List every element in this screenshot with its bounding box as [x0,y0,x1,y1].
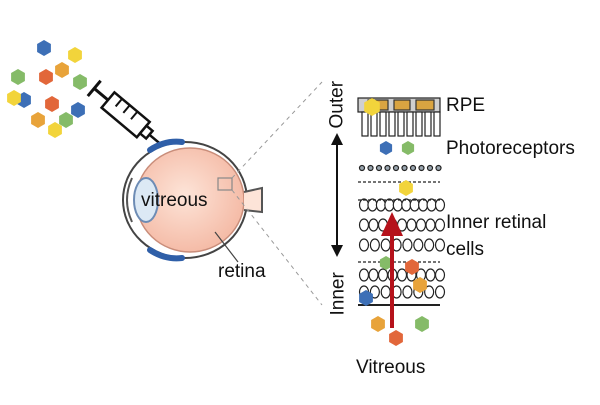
photoreceptor-segment [433,111,441,137]
retinal-cell [434,268,446,282]
retina-particle [379,256,393,270]
free-particle [39,69,53,85]
retinal-cell [368,218,379,232]
free-particle [7,90,21,106]
eye-cross-section [122,138,263,263]
inner-label: Inner [327,272,349,316]
retina-particle [415,316,429,332]
photoreceptor-nucleus [418,164,425,172]
retina-particles [359,98,429,346]
retina-particle [359,290,373,306]
double-arrow-icon [331,133,343,257]
retinal-cell [377,268,389,282]
retina-particle [401,141,415,155]
photoreceptor-segment [406,111,414,137]
retinal-cell [358,218,370,232]
retinal-cell [409,198,420,212]
photoreceptor-segment [397,111,405,137]
photoreceptor-segment [388,111,396,137]
retinal-cell [358,198,370,212]
photoreceptor-segment [379,111,387,137]
syringe-icon [86,79,169,152]
free-particle [48,122,62,138]
vitreous-bottom-label: Vitreous [356,357,426,378]
retina-layers-schematic [357,97,446,306]
photoreceptor-nucleus [401,164,408,172]
photoreceptor-nucleus [392,164,400,172]
retinal-cell [434,198,446,212]
free-particle [71,102,85,118]
retinal-cell [358,238,370,252]
free-particle [59,112,73,128]
retina-particle [399,180,413,196]
retina-particle [413,277,427,293]
inner-retinal-label-line2: cells [446,239,485,260]
retinal-cell [434,218,446,232]
retinal-cell [434,285,446,299]
photoreceptor-nucleus [358,164,366,172]
free-particle [37,40,51,56]
photoreceptors-label: Photoreceptors [446,138,575,159]
photoreceptor-segment [361,111,369,137]
retina-label: retina [218,261,266,282]
zoom-line-top [231,81,323,179]
retinal-cell [384,198,395,212]
free-particle [55,62,69,78]
zoom-line-bottom [231,189,323,306]
retinal-cell [425,218,436,232]
retinal-cell [401,198,412,212]
retinal-cell [402,238,413,252]
retinal-cell [424,238,435,252]
retinal-cell [358,268,370,282]
retinal-cell [402,285,413,299]
photoreceptor-nucleus [367,164,374,172]
free-particle [68,47,82,63]
photoreceptor-nucleus [375,164,383,172]
retina-particle [405,259,419,275]
photoreceptor-nucleus [409,164,417,172]
retinal-cell [425,268,436,282]
retinal-cell [406,218,417,232]
retina-particle [371,316,385,332]
vitreous-eye-label: vitreous [141,190,208,211]
free-particle [45,96,59,112]
retinal-cell [375,198,386,212]
photoreceptor-segment [415,111,423,137]
photoreceptor-nucleus [384,164,391,172]
retinal-cell [434,238,446,252]
free-particle [11,69,25,85]
retina-particle [379,141,393,155]
retinal-cell [418,198,429,212]
retinal-cell [367,198,378,212]
retinal-cell [368,268,379,282]
retinal-cell [415,218,427,232]
photoreceptor-nucleus [435,164,442,172]
retinal-cell [369,238,380,252]
free-particle [73,74,87,90]
photoreceptor-nucleus [426,164,434,172]
retinal-cell [413,238,424,252]
retinal-cell [426,198,437,212]
photoreceptor-segment [424,111,432,137]
retinal-cell [380,285,391,299]
free-particle [31,112,45,128]
retinal-cell [380,238,391,252]
retina-particle [389,330,403,346]
particle-cluster [7,40,87,138]
inner-retinal-label-line1: Inner retinal [446,212,547,233]
retina-particle [364,98,380,116]
rpe-label: RPE [446,95,486,116]
up-arrow-icon [381,212,403,328]
retinal-cell [392,198,403,212]
outer-label: Outer [326,80,348,129]
